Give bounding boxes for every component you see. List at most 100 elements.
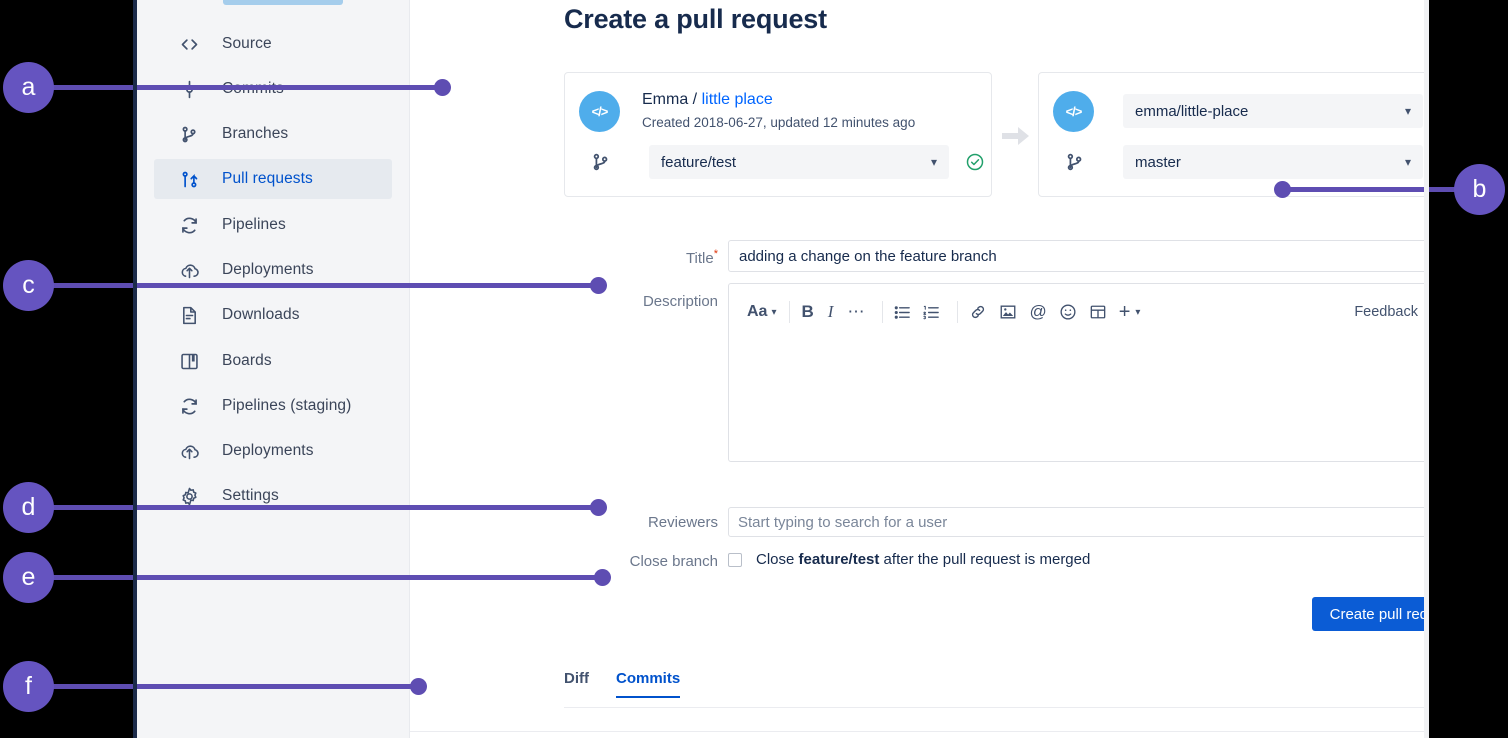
callout-line-c: [50, 283, 600, 288]
source-branch-value: feature/test: [661, 153, 737, 171]
sidebar-item-label: Pipelines (staging): [222, 397, 352, 414]
sidebar-item-boards[interactable]: Boards: [154, 341, 392, 381]
sidebar-top-accent: [223, 0, 343, 5]
sidebar-item-label: Pull requests: [222, 170, 313, 187]
destination-branch-card: </> emma/little-place ▾ master ▾: [1038, 72, 1428, 197]
close-branch-row: Close feature/test after the pull reques…: [728, 551, 1090, 568]
title-label: Title*: [590, 248, 718, 267]
close-branch-label: Close branch: [629, 553, 718, 570]
mention-icon[interactable]: @: [1029, 302, 1047, 321]
reviewers-placeholder: Start typing to search for a user: [738, 513, 948, 531]
text-style-icon[interactable]: Aa ▾: [747, 300, 776, 324]
callout-badge-d: d: [3, 482, 54, 533]
close-branch-branch-name: feature/test: [798, 551, 880, 568]
close-branch-text: Close feature/test after the pull reques…: [756, 551, 1090, 568]
tabs-underline: [564, 707, 1428, 708]
italic-icon[interactable]: I: [827, 302, 834, 321]
sidebar-item-pipelines[interactable]: Pipelines: [154, 205, 392, 245]
sidebar-item-label: Boards: [222, 352, 272, 369]
callout-badge-a: a: [3, 62, 54, 113]
more-formatting-icon[interactable]: ⋯: [847, 302, 866, 321]
downloads-icon: [178, 304, 200, 326]
destination-repo-avatar-icon: </>: [1053, 91, 1094, 132]
font-style-label: Aa: [747, 303, 768, 320]
source-owner: Emma: [642, 91, 689, 108]
required-marker: *: [713, 248, 718, 260]
callout-dot-e: [594, 569, 611, 586]
source-branch-card: </> Emma / little place Created 2018-06-…: [564, 72, 992, 197]
chevron-down-icon: ▾: [1404, 104, 1411, 118]
chevron-down-icon: ▾: [1404, 155, 1411, 169]
bottom-divider: [410, 731, 1428, 732]
destination-branch-icon: [1064, 151, 1086, 173]
tab-diff[interactable]: Diff: [564, 670, 589, 687]
boards-icon: [178, 350, 200, 372]
description-editor[interactable]: Aa ▾ B I ⋯: [728, 283, 1428, 462]
source-repo-avatar-icon: </>: [579, 91, 620, 132]
callout-dot-f: [410, 678, 427, 695]
page-title: Create a pull request: [564, 4, 827, 34]
callout-line-a: [50, 85, 440, 90]
sidebar-item-label: Settings: [222, 487, 279, 504]
sidebar-item-settings[interactable]: Settings: [154, 476, 392, 516]
source-repo-title: Emma / little place: [642, 91, 773, 109]
gear-icon: [178, 485, 200, 507]
callout-dot-b: [1274, 181, 1291, 198]
deployments-icon: [178, 259, 200, 281]
callout-line-e: [50, 575, 600, 580]
sidebar-item-pull-requests[interactable]: Pull requests: [154, 159, 392, 199]
callout-dot-d: [590, 499, 607, 516]
code-icon: [178, 33, 200, 55]
callout-dot-a: [434, 79, 451, 96]
bold-icon[interactable]: B: [801, 302, 814, 321]
callout-badge-c: c: [3, 260, 54, 311]
source-repo-link[interactable]: little place: [701, 91, 773, 108]
chevron-down-icon: ▾: [1135, 306, 1141, 318]
pipelines-icon: [178, 214, 200, 236]
sidebar-item-label: Deployments: [222, 442, 314, 459]
chevron-down-icon: ▾: [771, 306, 777, 318]
sidebar-item-deployments[interactable]: Deployments: [154, 431, 392, 471]
close-branch-checkbox[interactable]: [728, 552, 742, 567]
sidebar-item-pipelines-staging[interactable]: Pipelines (staging): [154, 386, 392, 426]
sidebar-item-branches[interactable]: Branches: [154, 114, 392, 154]
main-content: Create a pull request </> Emma / little …: [410, 0, 1428, 738]
source-status-check-icon: [965, 152, 985, 172]
numbered-list-icon[interactable]: [923, 300, 940, 324]
image-icon[interactable]: [999, 300, 1017, 324]
callout-badge-f: f: [3, 661, 54, 712]
app-right-edge: [1424, 0, 1429, 738]
description-toolbar: Aa ▾ B I ⋯: [729, 284, 1428, 340]
sidebar: SourceCommitsBranchesPull requestsPipeli…: [133, 0, 410, 738]
deployments-icon: [178, 440, 200, 462]
sidebar-item-source[interactable]: Source: [154, 24, 392, 64]
description-label: Description: [642, 293, 718, 310]
sidebar-item-deployments[interactable]: Deployments: [154, 250, 392, 290]
callout-line-b: [1288, 187, 1463, 192]
reviewers-label: Reviewers: [647, 514, 718, 531]
table-icon[interactable]: [1089, 300, 1107, 324]
callout-badge-e: e: [3, 552, 54, 603]
sidebar-item-label: Downloads: [222, 306, 300, 323]
destination-repo-select[interactable]: emma/little-place ▾: [1123, 94, 1423, 128]
source-branch-select[interactable]: feature/test ▾: [649, 145, 949, 179]
source-separator: /: [688, 91, 702, 108]
insert-more-icon[interactable]: + ▾: [1118, 301, 1141, 323]
sidebar-item-downloads[interactable]: Downloads: [154, 295, 392, 335]
title-label-text: Title: [685, 250, 714, 267]
create-pull-request-button[interactable]: Create pull request: [1312, 597, 1428, 631]
source-branch-icon: [590, 151, 612, 173]
sidebar-item-label: Deployments: [222, 261, 314, 278]
emoji-icon[interactable]: [1059, 300, 1077, 324]
feedback-link[interactable]: Feedback: [1354, 304, 1418, 320]
reviewers-input[interactable]: Start typing to search for a user: [728, 507, 1428, 537]
destination-repo-value: emma/little-place: [1135, 102, 1249, 120]
branch-icon: [178, 123, 200, 145]
title-input[interactable]: adding a change on the feature branch: [728, 240, 1428, 272]
tab-commits[interactable]: Commits: [616, 670, 681, 698]
bulleted-list-icon[interactable]: [894, 300, 911, 324]
destination-branch-select[interactable]: master ▾: [1123, 145, 1423, 179]
source-repo-meta: Created 2018-06-27, updated 12 minutes a…: [642, 115, 916, 130]
link-icon[interactable]: [969, 300, 987, 324]
